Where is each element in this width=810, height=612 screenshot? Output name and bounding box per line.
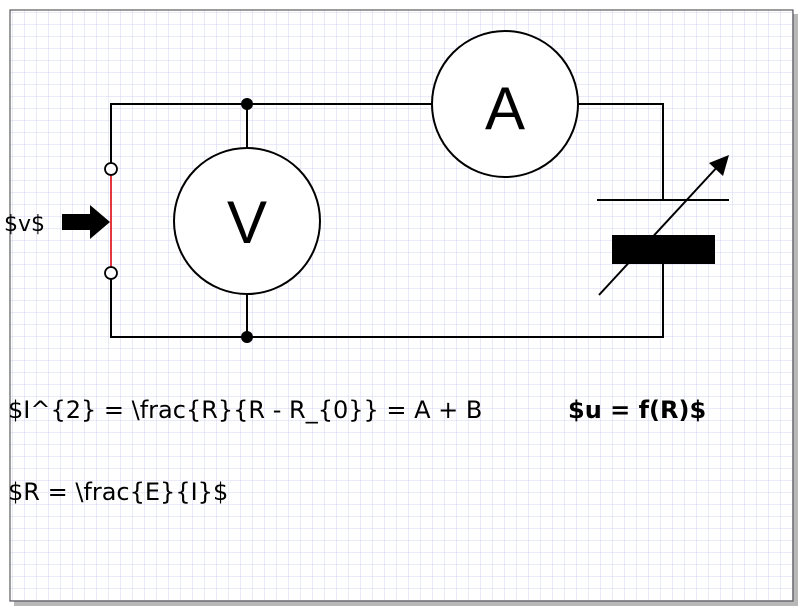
- page-shadow-right: [793, 14, 798, 606]
- voltmeter-label: V: [227, 189, 267, 256]
- variable-cell[interactable]: [597, 155, 729, 296]
- cell-plate-thick: [612, 235, 715, 264]
- junction-bottom: [241, 331, 253, 343]
- page-shadow-bottom: [14, 601, 798, 606]
- equation-1: $I^{2} = \frac{R}{R - R_{0}} = A + B: [8, 396, 482, 424]
- adjust-arrow-line: [598, 163, 721, 296]
- equation-2: $R = \frac{E}{I}$: [8, 478, 228, 506]
- ammeter-label: A: [485, 75, 525, 142]
- terminal-bottom[interactable]: [104, 266, 118, 280]
- grid-background: [9, 9, 794, 602]
- voltmeter-circle: [173, 147, 321, 295]
- equation-1-overlay: $u = f(R)$: [568, 396, 706, 424]
- voltmeter[interactable]: V: [173, 147, 321, 295]
- wires: [110, 103, 664, 338]
- wire-left-lower: [110, 264, 664, 338]
- adjust-arrow-head-icon: [709, 155, 729, 176]
- wire-top-right: [578, 103, 664, 200]
- input-arrow-icon: [62, 205, 110, 239]
- ammeter[interactable]: A: [431, 30, 579, 178]
- ammeter-circle: [431, 30, 579, 178]
- terminal-top[interactable]: [104, 162, 118, 176]
- input-label: $v$: [4, 212, 45, 237]
- junction-top: [241, 98, 253, 110]
- wire-left-upper: [110, 103, 432, 169]
